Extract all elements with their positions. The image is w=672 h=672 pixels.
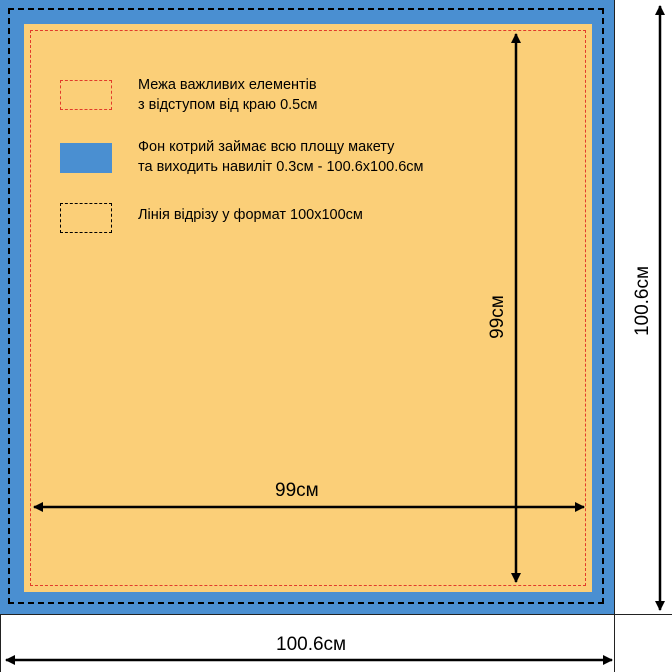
trim-line bbox=[8, 8, 604, 604]
legend-safe-line2: з відступом від краю 0.5см bbox=[138, 97, 318, 113]
safe-zone-swatch bbox=[60, 80, 112, 110]
legend-bleed-line1: Фон котрий займає всю площу макету bbox=[138, 139, 395, 155]
legend-bleed-line2: та виходить навиліт 0.3см - 100.6х100.6с… bbox=[138, 159, 424, 175]
inner-horizontal-label: 99см bbox=[275, 480, 319, 501]
legend-item-safe-zone: Межа важливих елементів з відступом від … bbox=[60, 77, 318, 115]
frame-line-left bbox=[0, 614, 1, 672]
outer-vertical-label: 100.6см bbox=[632, 265, 654, 337]
safe-zone-boundary bbox=[30, 30, 586, 586]
bleed-swatch bbox=[60, 143, 112, 173]
outer-horizontal-label: 100.6см bbox=[276, 634, 347, 655]
frame-line-right-top bbox=[614, 0, 615, 672]
frame-line-bottom-left bbox=[0, 614, 672, 615]
legend-trim-line1: Лінія відрізу у формат 100х100см bbox=[138, 207, 363, 223]
product-area bbox=[24, 24, 592, 592]
trim-swatch bbox=[60, 203, 112, 233]
legend-safe-line1: Межа важливих елементів bbox=[138, 77, 317, 93]
legend-item-trim: Лінія відрізу у формат 100х100см bbox=[60, 203, 363, 233]
inner-vertical-label: 99см bbox=[486, 295, 508, 339]
legend-item-bleed: Фон котрий займає всю площу макету та ви… bbox=[60, 139, 424, 177]
